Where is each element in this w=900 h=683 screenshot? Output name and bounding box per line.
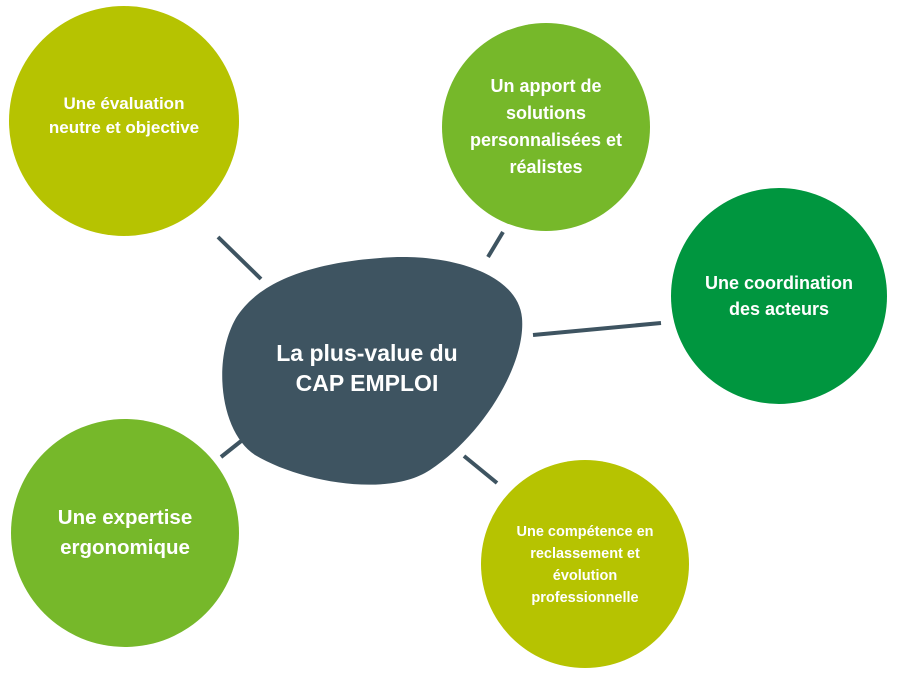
node-circle-evaluation (9, 6, 239, 236)
connector-reclassement (462, 454, 499, 485)
node-circle-coordination (671, 188, 887, 404)
connector-solutions (486, 230, 505, 259)
node-label-evaluation: Une évaluation neutre et objective (48, 94, 200, 137)
node-label-ergonomie: Une expertise ergonomique (57, 506, 193, 559)
node-circle-reclassement (481, 460, 689, 668)
node-label-coordination: Une coordination des acteurs (705, 273, 853, 319)
center-label: La plus-value du CAP EMPLOI (276, 340, 458, 396)
center-blob (222, 256, 523, 485)
connector-evaluation (216, 235, 263, 281)
node-circle-ergonomie (11, 419, 239, 647)
node-label-reclassement: Une compétence en reclassement et évolut… (516, 524, 654, 606)
node-circle-solutions (442, 23, 650, 231)
connector-coordination (532, 321, 662, 337)
node-label-solutions: Un apport de solutions personnalisées et… (469, 76, 623, 177)
